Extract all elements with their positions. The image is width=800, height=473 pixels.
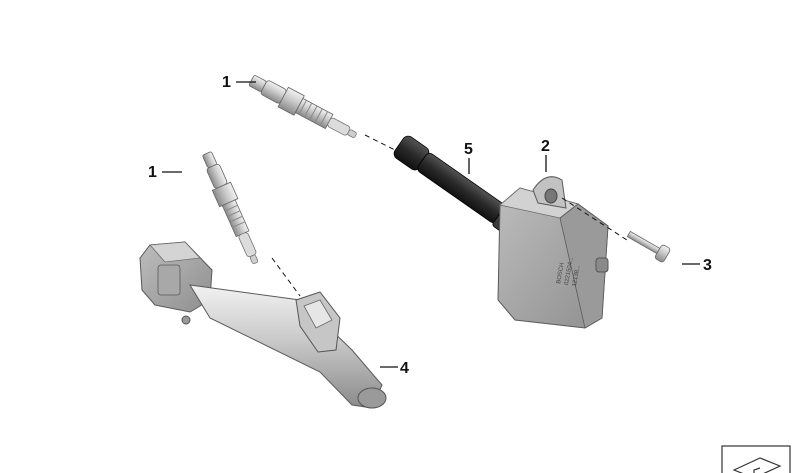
svg-text:2: 2 bbox=[541, 138, 550, 155]
assembly-line-plug-coil bbox=[271, 257, 301, 297]
assembly-line-coil-bolt bbox=[561, 197, 631, 243]
coil-label-line3: 12138... bbox=[572, 264, 582, 287]
callout-3: 3 bbox=[682, 257, 712, 274]
coil-label-line2: 0221504... bbox=[564, 256, 575, 285]
callout-1-lower: 1 bbox=[148, 164, 182, 181]
spark-plug-upper bbox=[248, 75, 357, 138]
svg-text:3: 3 bbox=[703, 257, 712, 274]
callout-1-upper: 1 bbox=[222, 74, 256, 91]
bolt bbox=[626, 230, 671, 263]
coil-label-line1: BOSCH bbox=[556, 262, 566, 284]
svg-text:1: 1 bbox=[148, 164, 157, 181]
svg-text:1: 1 bbox=[222, 74, 231, 91]
assembly-line-plug-boot bbox=[364, 134, 396, 151]
callout-5: 5 bbox=[464, 141, 473, 174]
catalog-corner-icon bbox=[721, 445, 791, 473]
coil-boot bbox=[393, 135, 518, 233]
callout-4: 4 bbox=[380, 360, 409, 377]
svg-text:5: 5 bbox=[464, 141, 473, 158]
ignition-coil-lower bbox=[139, 241, 387, 409]
svg-text:4: 4 bbox=[400, 360, 409, 377]
callout-2: 2 bbox=[541, 138, 550, 172]
ignition-coil: BOSCH 0221504... 12138... bbox=[497, 176, 609, 329]
coil-label: BOSCH 0221504... 12138... bbox=[556, 256, 582, 287]
spark-plug-lower bbox=[202, 151, 259, 264]
